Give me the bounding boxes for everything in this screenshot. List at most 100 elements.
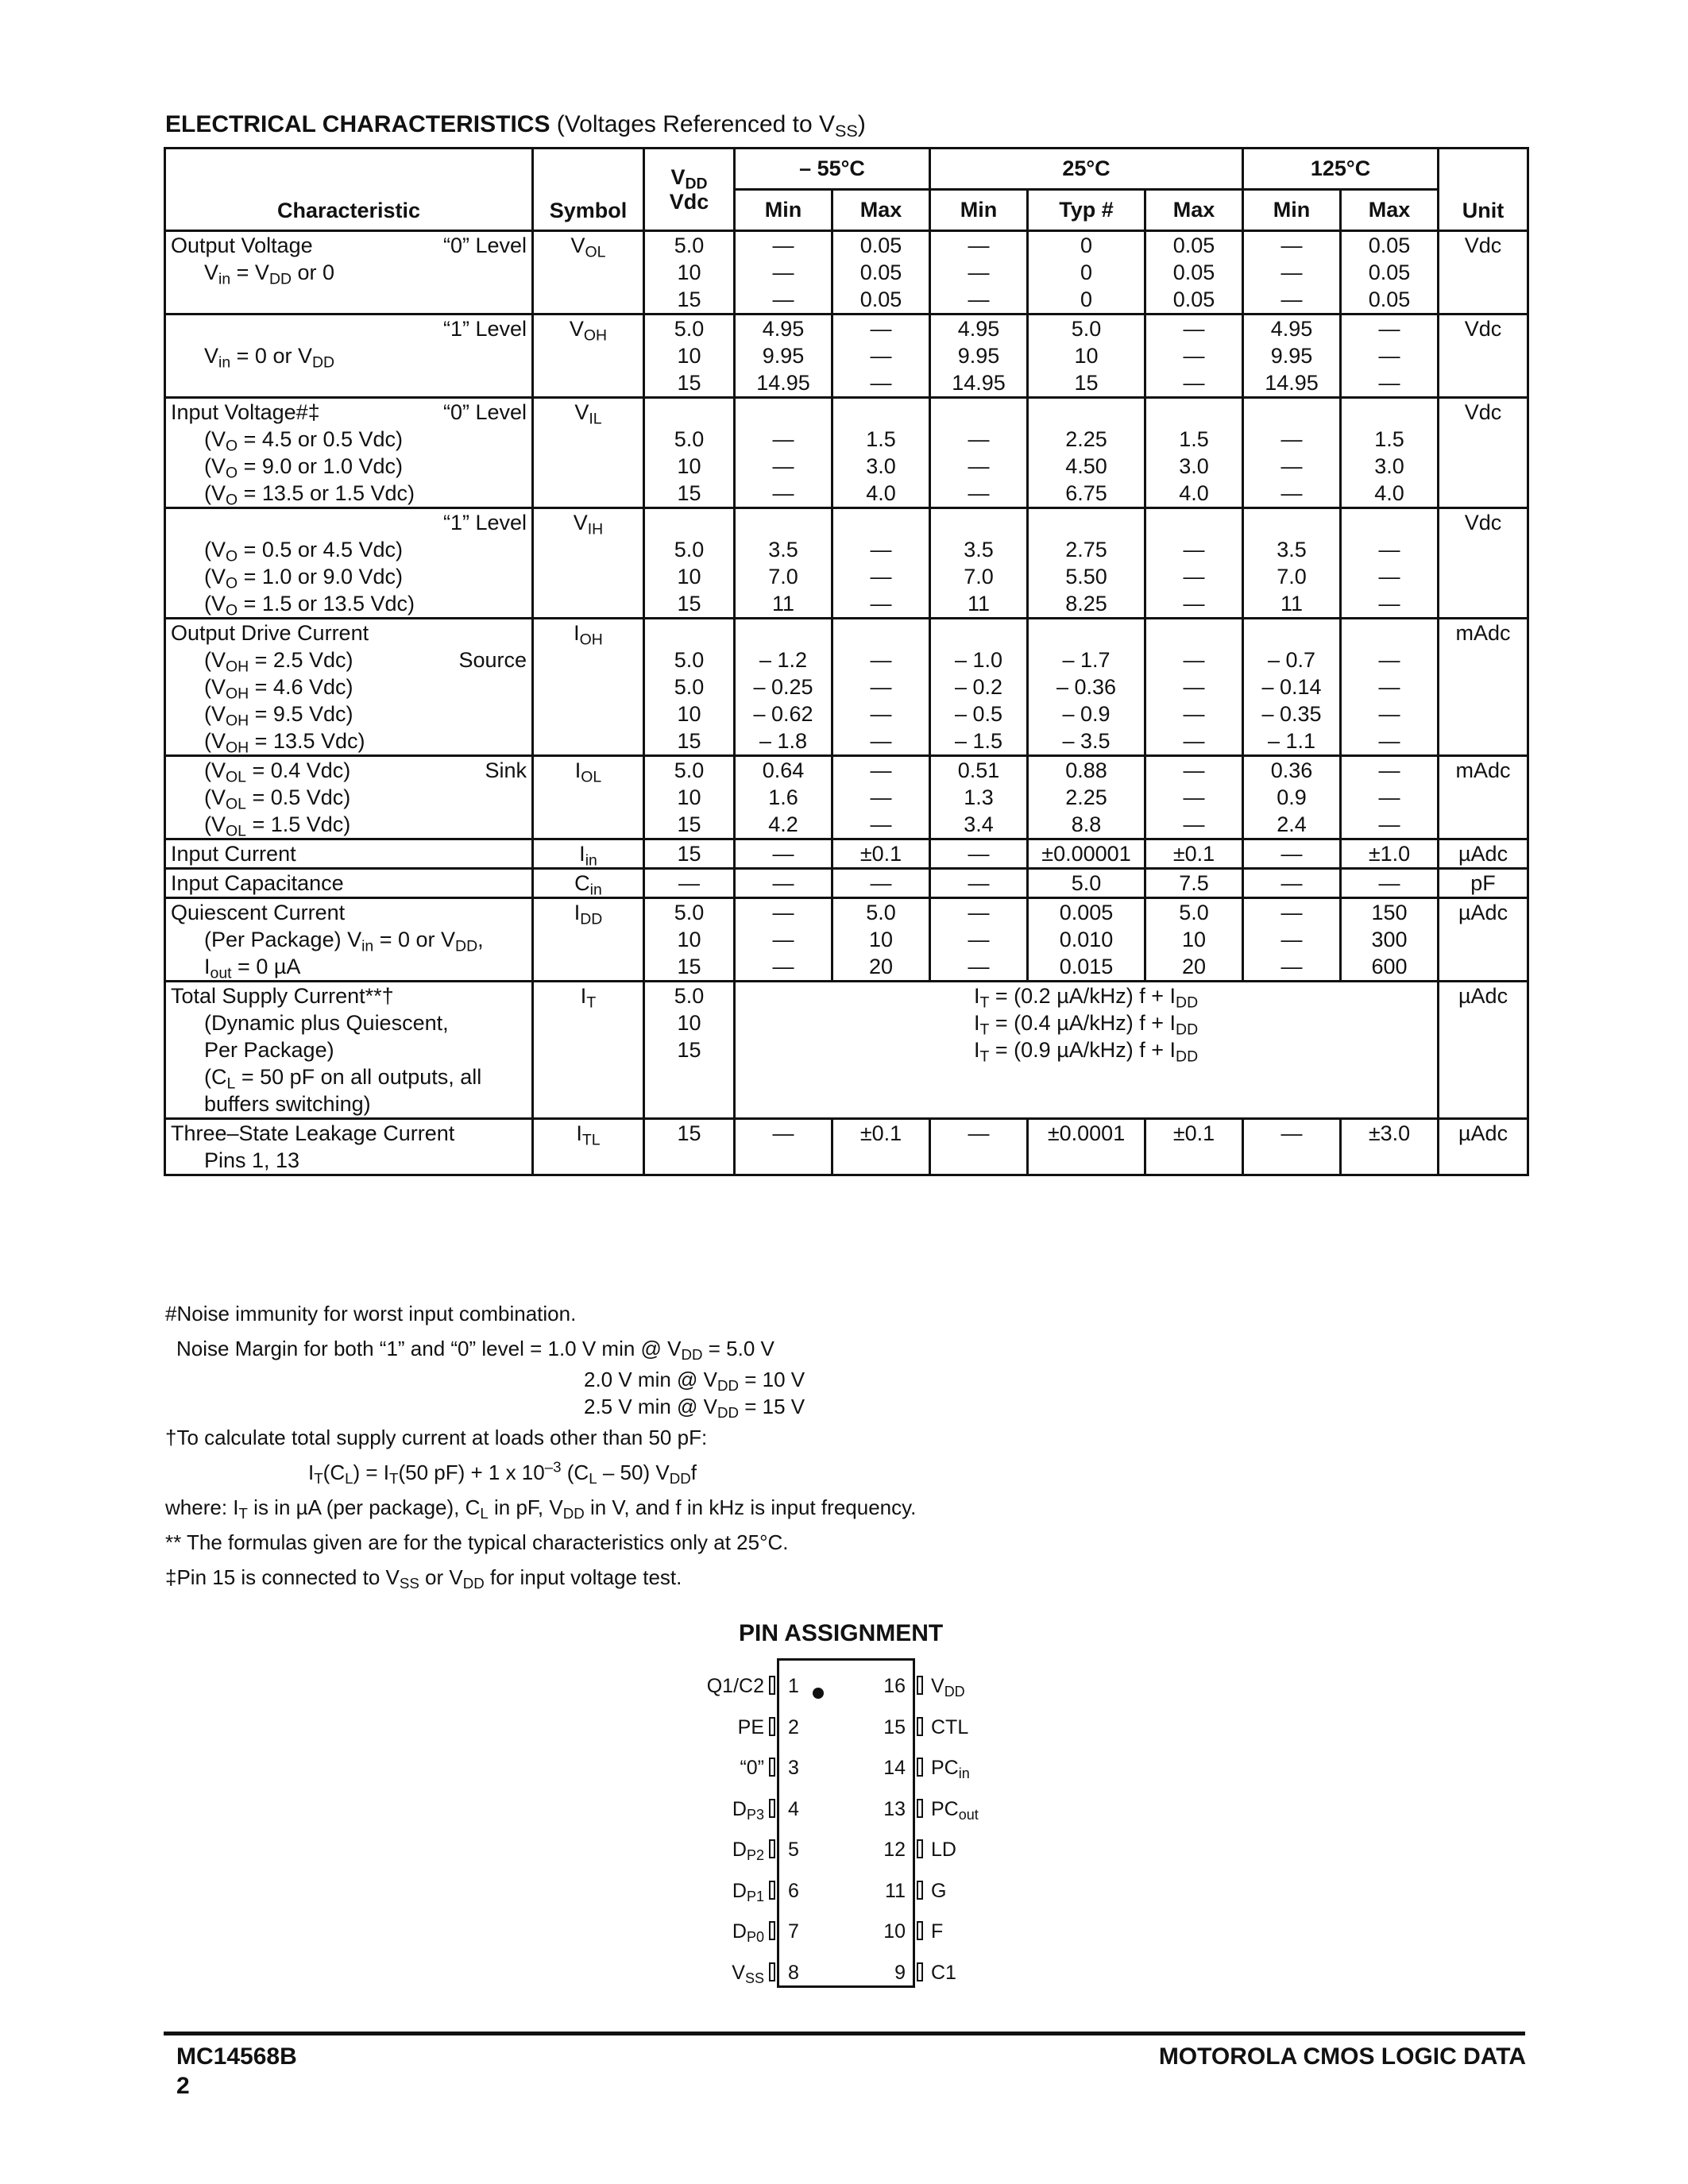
pin-left-name: DP1: [732, 1879, 764, 1904]
pin-stub-right: [917, 1880, 923, 1900]
footnotes: #Noise immunity for worst input combinat…: [165, 1296, 916, 1595]
row-output-voltage-vol: Output Voltage“0” Level Vin = VDD or 0 V…: [164, 230, 1530, 315]
pin-left-name: “0”: [740, 1757, 764, 1779]
pin-stub-left: [769, 1921, 775, 1940]
note-formula: IT(CL) = IT(50 pF) + 1 x 10–3 (CL – 50) …: [308, 1458, 697, 1488]
pin-left-number: 7: [788, 1920, 799, 1943]
char-cell: Quiescent Current (Per Package) Vin = 0 …: [164, 897, 534, 982]
value-cell: ———: [929, 897, 1029, 982]
pin-left-number: 8: [788, 1961, 799, 1984]
unit-cell: Vdc: [1437, 230, 1530, 315]
footer-part-number: MC14568B: [176, 2043, 297, 2070]
row-input-voltage-vih: “1” Level (VO = 0.5 or 4.5 Vdc)(VO = 1.0…: [164, 507, 1530, 619]
pin-left-number: 3: [788, 1757, 799, 1779]
unit-cell: mAdc: [1437, 754, 1530, 840]
value-cell: —: [929, 1117, 1029, 1176]
value-cell: ±1.0: [1339, 838, 1440, 870]
symbol-cell: IDD: [531, 897, 645, 982]
note-noise: #Noise immunity for worst input combinat…: [165, 1302, 577, 1325]
value-cell: —: [1242, 838, 1342, 870]
value-cell: ———: [1144, 507, 1245, 619]
symbol-cell: VOL: [531, 230, 645, 315]
value-cell: ———: [1242, 897, 1342, 982]
value-cell: ———: [1242, 396, 1342, 509]
note-formulas-typical: ** The formulas given are for the typica…: [165, 1530, 789, 1554]
value-cell: ±0.1: [1144, 1117, 1245, 1176]
value-cell: 7.5: [1144, 867, 1245, 899]
pin-stub-right: [917, 1962, 923, 1981]
header-row-2: Min Max Min Typ # Max Min Max: [165, 188, 1528, 232]
value-cell: ———: [830, 754, 932, 840]
title-sub: SS: [835, 121, 858, 141]
header-temp-25: 25°C: [929, 147, 1245, 191]
note-noise-margin-3: 2.5 V min @ VDD = 15 V: [584, 1395, 805, 1422]
pin-stub-left: [769, 1798, 775, 1818]
row-output-drive-ioh: Output Drive Current (VOH = 2.5 Vdc)Sour…: [164, 617, 1530, 757]
pin-stub-left: [769, 1880, 775, 1900]
value-cell: —: [733, 867, 833, 899]
unit-cell: Vdc: [1437, 313, 1530, 399]
row-quiescent-current: Quiescent Current (Per Package) Vin = 0 …: [164, 897, 1530, 982]
pin-right-number: 10: [883, 1920, 906, 1943]
header-max: Max: [1339, 188, 1440, 232]
value-cell: ———: [1339, 507, 1440, 619]
pin-stub-left: [769, 1716, 775, 1736]
symbol-cell: Cin: [531, 867, 645, 899]
value-cell: ———: [929, 230, 1029, 315]
note-noise-margin-1: Noise Margin for both “1” and “0” level …: [176, 1337, 774, 1364]
value-cell: —: [733, 838, 833, 870]
pin-right-name: PCout: [931, 1797, 979, 1823]
note-pin15: ‡Pin 15 is connected to VSS or VDD for i…: [165, 1565, 682, 1592]
value-cell: ———: [929, 396, 1029, 509]
pin-right-number: 11: [885, 1879, 906, 1902]
pin-left-number: 4: [788, 1797, 799, 1820]
pin-right-number: 9: [894, 1961, 906, 1984]
row-input-current: Input Current Iin 15—±0.1—±0.00001±0.1—±…: [164, 838, 1530, 870]
pin-left-number: 6: [788, 1879, 799, 1902]
value-cell: ±0.0001: [1026, 1117, 1147, 1176]
vdd-cell: —: [643, 867, 736, 899]
header-min: Min: [733, 188, 833, 232]
char-cell: Output Voltage“0” Level Vin = VDD or 0: [164, 230, 534, 315]
value-cell: ±0.1: [1144, 838, 1245, 870]
value-cell: ———: [733, 230, 833, 315]
symbol-cell: VOH: [531, 313, 645, 399]
symbol-cell: VIH: [531, 507, 645, 619]
value-cell: ±0.1: [830, 838, 932, 870]
unit-cell: mAdc: [1437, 617, 1530, 757]
pin-left-name: PE: [737, 1715, 764, 1738]
pin-stub-right: [917, 1798, 923, 1818]
header-temp-125: 125°C: [1242, 147, 1440, 191]
pin-right-number: 12: [883, 1839, 906, 1861]
pin-right-name: F: [931, 1920, 944, 1943]
pin-right-name: G: [931, 1879, 947, 1902]
value-cell: —: [830, 867, 932, 899]
pin-left-name: Q1/C2: [706, 1675, 764, 1697]
unit-cell: pF: [1437, 867, 1530, 899]
chip-package: [777, 1658, 915, 1988]
header-symbol: Symbol: [531, 147, 645, 232]
header-characteristic: Characteristic: [164, 147, 534, 232]
pin-right-name: C1: [931, 1961, 956, 1984]
char-cell: “1” Level (VO = 0.5 or 4.5 Vdc)(VO = 1.0…: [164, 507, 534, 619]
